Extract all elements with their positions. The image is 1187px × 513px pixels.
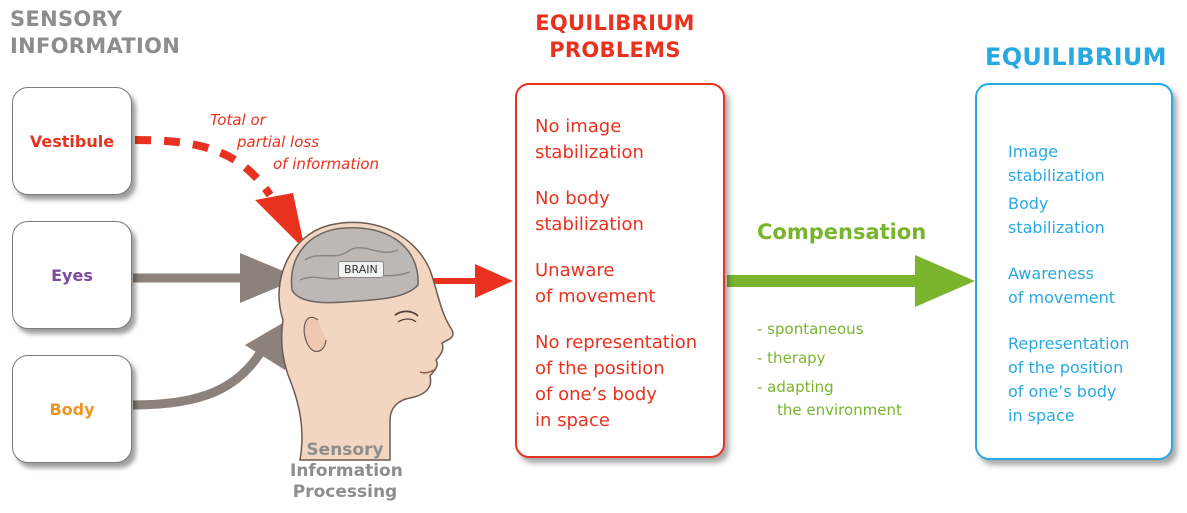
problem-line: No body bbox=[535, 186, 644, 212]
vestibule-arrowhead bbox=[255, 193, 305, 250]
compensation-method: the environment bbox=[757, 399, 902, 422]
loss-note-line-1: Total or bbox=[210, 110, 266, 130]
equilibrium-line: Awareness bbox=[1008, 262, 1115, 286]
sense-box-eyes: Eyes bbox=[12, 221, 132, 329]
equilibrium-line: of movement bbox=[1008, 286, 1115, 310]
equilibrium-item: Body stabilization bbox=[1008, 192, 1105, 240]
compensation-method: - spontaneous bbox=[757, 318, 902, 341]
sense-label-eyes: Eyes bbox=[51, 266, 93, 285]
problem-item: Unaware of movement bbox=[535, 258, 655, 310]
equilibrium-line: Representation bbox=[1008, 332, 1130, 356]
compensation-method: - therapy bbox=[757, 347, 902, 370]
equilibrium-item: Image stabilization bbox=[1008, 140, 1105, 188]
equilibrium-line: stabilization bbox=[1008, 164, 1105, 188]
equilibrium-item: Awareness of movement bbox=[1008, 262, 1115, 310]
problem-line: Unaware bbox=[535, 258, 655, 284]
equilibrium-line: in space bbox=[1008, 404, 1130, 428]
problem-line: of movement bbox=[535, 284, 655, 310]
problem-line: stabilization bbox=[535, 212, 644, 238]
equilibrium-line: Image bbox=[1008, 140, 1105, 164]
problem-line: No representation bbox=[535, 330, 697, 356]
sense-label-body: Body bbox=[49, 400, 94, 419]
loss-note-line-2: partial loss bbox=[237, 132, 319, 152]
brain-to-problems-arrowhead bbox=[475, 264, 513, 298]
loss-note-line-3: of information bbox=[273, 154, 379, 174]
caption-line: Information bbox=[290, 461, 400, 482]
brain-caption: Sensory Information Processing bbox=[290, 440, 400, 503]
compensation-method: - adapting bbox=[757, 376, 902, 399]
problem-item: No representation of the position of one… bbox=[535, 330, 697, 434]
problem-line: of the position bbox=[535, 356, 697, 382]
sense-box-body: Body bbox=[12, 355, 132, 463]
problem-line: in space bbox=[535, 408, 697, 434]
equilibrium-item: Representation of the position of one’s … bbox=[1008, 332, 1130, 428]
sense-label-vestibule: Vestibule bbox=[30, 132, 114, 151]
problem-line: No image bbox=[535, 114, 644, 140]
equilibrium-line: stabilization bbox=[1008, 216, 1105, 240]
brain-label: BRAIN bbox=[338, 261, 384, 278]
head-illustration bbox=[279, 222, 453, 460]
sense-box-vestibule: Vestibule bbox=[12, 87, 132, 195]
equilibrium-line: of the position bbox=[1008, 356, 1130, 380]
caption-line: Sensory bbox=[290, 440, 400, 461]
problem-item: No body stabilization bbox=[535, 186, 644, 238]
equilibrium-line: of one’s body bbox=[1008, 380, 1130, 404]
problem-line: of one’s body bbox=[535, 382, 697, 408]
caption-line: Processing bbox=[290, 482, 400, 503]
compensation-methods: - spontaneous - therapy - adapting the e… bbox=[757, 318, 902, 422]
problem-line: stabilization bbox=[535, 140, 644, 166]
problem-item: No image stabilization bbox=[535, 114, 644, 166]
equilibrium-line: Body bbox=[1008, 192, 1105, 216]
compensation-arrowhead bbox=[915, 255, 975, 307]
body-arrow-shaft bbox=[133, 345, 265, 405]
compensation-title: Compensation bbox=[757, 220, 926, 244]
